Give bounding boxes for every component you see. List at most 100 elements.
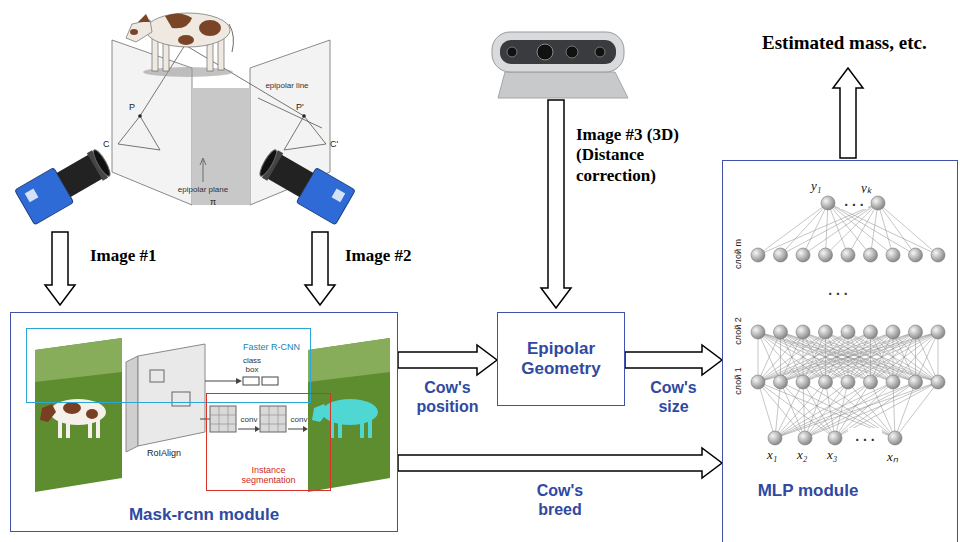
component-label: conv: [288, 416, 310, 425]
ellipsis: . . .: [818, 282, 858, 298]
cow-illustration: [130, 29, 138, 35]
component-label: conv: [238, 416, 260, 425]
component-label: class box: [240, 357, 264, 375]
neural-network: [775, 382, 848, 438]
neural-network: [938, 332, 939, 382]
layer-label: слой 2: [733, 311, 743, 351]
ellipsis: . . .: [818, 282, 858, 298]
neural-network: [751, 196, 945, 445]
epipolar-illustration: [138, 114, 142, 118]
edge-label: Cow's position: [403, 378, 493, 416]
neural-network: [828, 203, 871, 255]
variable-label: x₃: [827, 447, 843, 463]
neural-network: [819, 248, 833, 262]
network-illustration: [138, 344, 205, 446]
cow-photo: [35, 338, 122, 492]
network-illustration: [238, 429, 256, 430]
neural-network: [758, 332, 848, 382]
neural-network: [758, 382, 835, 438]
neural-network: [751, 248, 765, 262]
neural-network: [758, 332, 916, 382]
annotation-label: epipolar plane: [172, 186, 234, 195]
neural-network: [758, 332, 893, 382]
camera-icon: [91, 148, 113, 178]
variable-label: x₁: [767, 447, 783, 463]
output-label: Estimated mass, etc.: [762, 32, 957, 54]
subnetwork-box: Instance segmentation: [206, 393, 331, 491]
edge-label: Cow's position: [403, 378, 493, 416]
cow-photo: [63, 402, 81, 414]
variable-label: xₙ: [887, 447, 903, 465]
neural-network: [803, 203, 878, 255]
point-label: C': [330, 139, 344, 149]
point-label: C': [330, 139, 344, 149]
edge-label: Cow's size: [639, 378, 709, 416]
neural-network: [888, 431, 902, 445]
neural-network: [871, 196, 885, 210]
node-title: Mask-rcnn module: [129, 505, 279, 525]
segmented-cow-photo: [312, 399, 378, 438]
module-box: MLP module: [722, 160, 958, 542]
neural-network: [893, 382, 895, 438]
neural-network: [848, 332, 938, 382]
network-illustration: [126, 356, 138, 452]
depth-camera-icon: [507, 47, 517, 57]
neural-network: [931, 248, 945, 262]
depth-camera-icon: [500, 40, 616, 64]
input-label: Image #2: [345, 246, 445, 266]
neural-network: [886, 375, 900, 389]
neural-network: [798, 431, 812, 445]
variable-label: x₃: [827, 447, 843, 463]
annotation-label: epipolar line: [256, 82, 318, 91]
neural-network: [878, 203, 916, 255]
variable-label: xₙ: [887, 447, 903, 465]
cow-illustration: [126, 13, 230, 71]
neural-network: [864, 375, 878, 389]
variable-label: y₁: [811, 178, 827, 194]
neural-network: [871, 332, 939, 382]
neural-network: [781, 203, 879, 255]
component-label: RoIAlign: [147, 448, 197, 458]
network-illustration: [126, 344, 308, 452]
neural-network: [826, 203, 879, 255]
component-label: conv: [238, 416, 260, 425]
neural-network: [864, 248, 878, 262]
neural-network: [796, 375, 810, 389]
cow-illustration: [138, 14, 150, 22]
neural-network: [758, 332, 893, 382]
network-illustration: [260, 406, 286, 432]
segmented-cow-photo: [308, 338, 390, 492]
neural-network: [895, 382, 916, 438]
neural-network: [841, 325, 855, 339]
epipolar-illustration: [140, 45, 185, 116]
network-illustration: [288, 429, 304, 430]
flow-arrow: [398, 345, 497, 375]
layer-label: слой 2: [733, 311, 743, 351]
input-label: Image #3 (3D) (Distance correction): [576, 125, 714, 186]
ellipsis: . . .: [848, 428, 882, 444]
node-title: Faster R-CNN: [243, 342, 300, 352]
neural-network: [864, 325, 878, 339]
edge-label: Cow's size: [639, 378, 709, 416]
neural-network: [781, 332, 939, 382]
neural-network: [758, 332, 826, 382]
epipolar-illustration: [200, 158, 206, 165]
neural-network: [758, 332, 803, 382]
segmented-cow-photo: [308, 338, 390, 382]
output-label: Estimated mass, etc.: [762, 32, 957, 54]
camera-icon: [25, 189, 39, 203]
flow-arrow: [833, 68, 863, 158]
neural-network: [796, 248, 810, 262]
epipolar-illustration: [185, 45, 304, 116]
camera-icon: [332, 189, 346, 203]
input-label: Image #1: [90, 246, 190, 266]
network-illustration: [255, 426, 260, 432]
neural-network: [781, 203, 829, 255]
node-title: Epipolar Geometry: [504, 339, 618, 380]
component-label: class box: [240, 357, 264, 375]
network-illustration: [243, 377, 259, 385]
symbol-label: π: [210, 197, 222, 207]
layer-label: слой m: [733, 234, 743, 274]
depth-camera-icon: [498, 72, 628, 98]
neural-network: [886, 325, 900, 339]
